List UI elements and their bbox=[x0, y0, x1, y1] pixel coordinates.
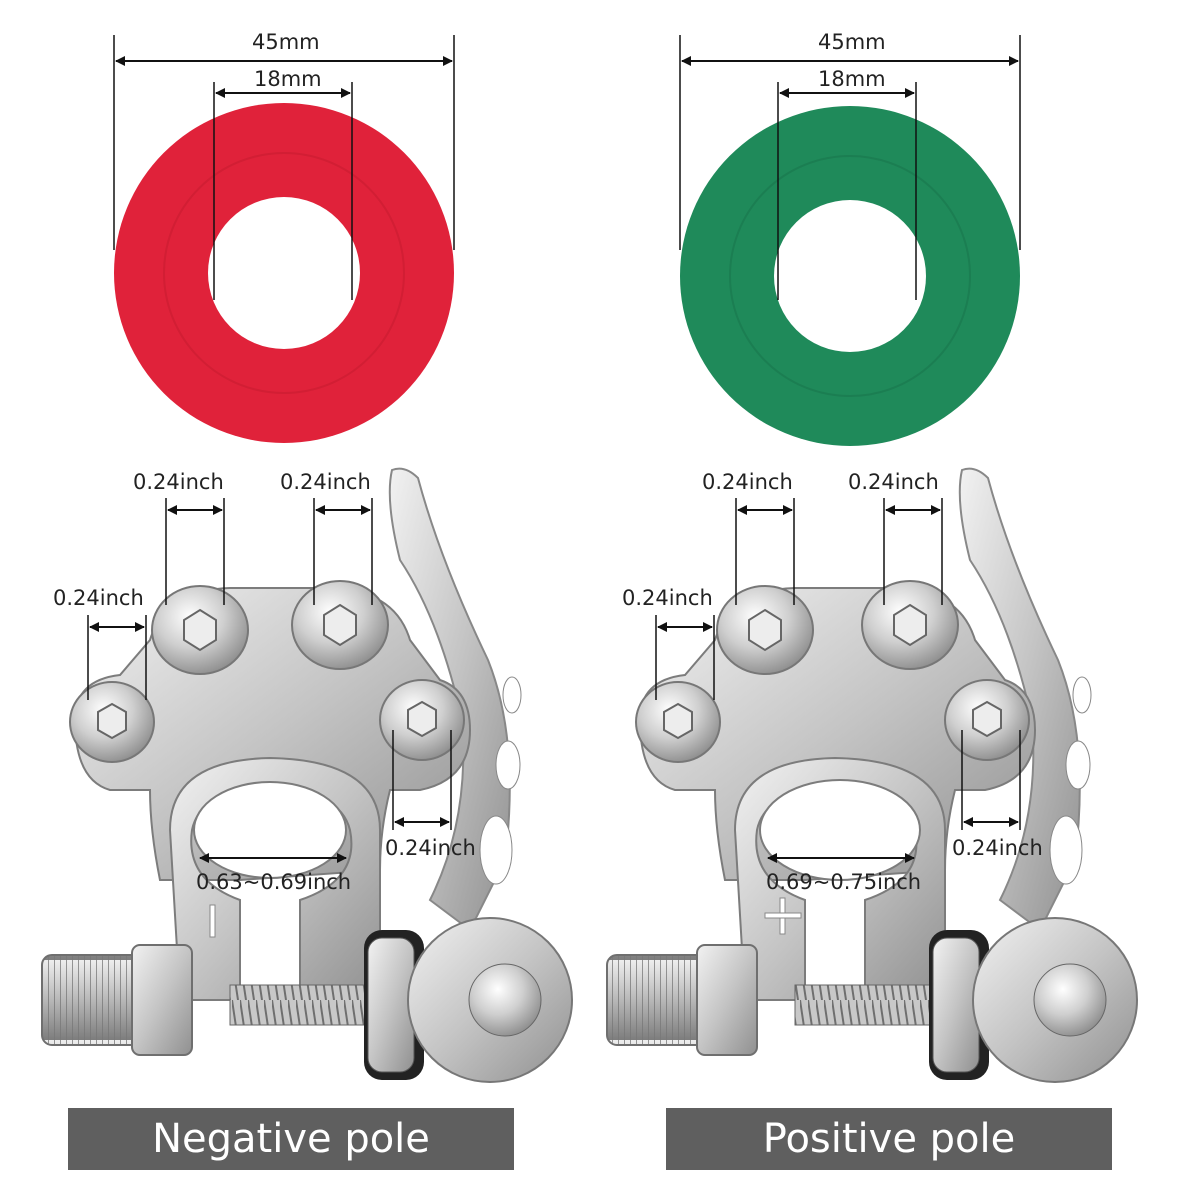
left-top-left-gap-label: 0.24inch bbox=[133, 470, 224, 494]
right-bottom-right-gap-label: 0.24inch bbox=[952, 836, 1043, 860]
left-dimension-lines bbox=[87, 498, 452, 863]
right-bolt-top-right bbox=[861, 580, 959, 670]
right-top-right-gap-label: 0.24inch bbox=[848, 470, 939, 494]
left-washer-outer-dimension bbox=[113, 35, 455, 250]
left-clamp-diameter-label: 0.63~0.69inch bbox=[196, 870, 352, 894]
left-bolt-top-right bbox=[291, 580, 389, 670]
right-bolt-side-left bbox=[635, 681, 721, 763]
red-felt-washer bbox=[114, 103, 454, 443]
left-quick-release-lever bbox=[388, 467, 511, 932]
positive-polarity-mark bbox=[764, 897, 802, 935]
right-washer-outer-label: 45mm bbox=[818, 30, 886, 54]
positive-pole-banner: Positive pole bbox=[666, 1108, 1112, 1170]
negative-pole-banner: Negative pole bbox=[68, 1108, 514, 1170]
left-bolt-side-right bbox=[379, 679, 465, 761]
right-dimension-lines bbox=[655, 498, 1021, 863]
left-washer-inner-dimension bbox=[213, 82, 353, 300]
positive-battery-terminal bbox=[606, 467, 1138, 1083]
right-washer-inner-dimension bbox=[777, 82, 917, 300]
negative-polarity-mark bbox=[209, 904, 216, 938]
negative-battery-terminal bbox=[41, 467, 573, 1083]
left-washer-inner-label: 18mm bbox=[254, 67, 322, 91]
right-top-left-gap-label: 0.24inch bbox=[702, 470, 793, 494]
left-bolt-side-left bbox=[69, 681, 155, 763]
left-bolt-top-left bbox=[151, 585, 249, 675]
left-washer-outer-label: 45mm bbox=[252, 30, 320, 54]
green-felt-washer bbox=[680, 106, 1020, 446]
left-top-right-gap-label: 0.24inch bbox=[280, 470, 371, 494]
right-washer-inner-label: 18mm bbox=[818, 67, 886, 91]
right-bolt-side-right bbox=[944, 679, 1030, 761]
right-bolt-top-left bbox=[716, 585, 814, 675]
right-washer-outer-dimension bbox=[679, 35, 1021, 250]
right-clamp-diameter-label: 0.69~0.75inch bbox=[766, 870, 922, 894]
right-side-gap-label: 0.24inch bbox=[622, 586, 713, 610]
right-quick-release-lever bbox=[958, 467, 1081, 932]
left-side-gap-label: 0.24inch bbox=[53, 586, 144, 610]
left-bottom-right-gap-label: 0.24inch bbox=[385, 836, 476, 860]
